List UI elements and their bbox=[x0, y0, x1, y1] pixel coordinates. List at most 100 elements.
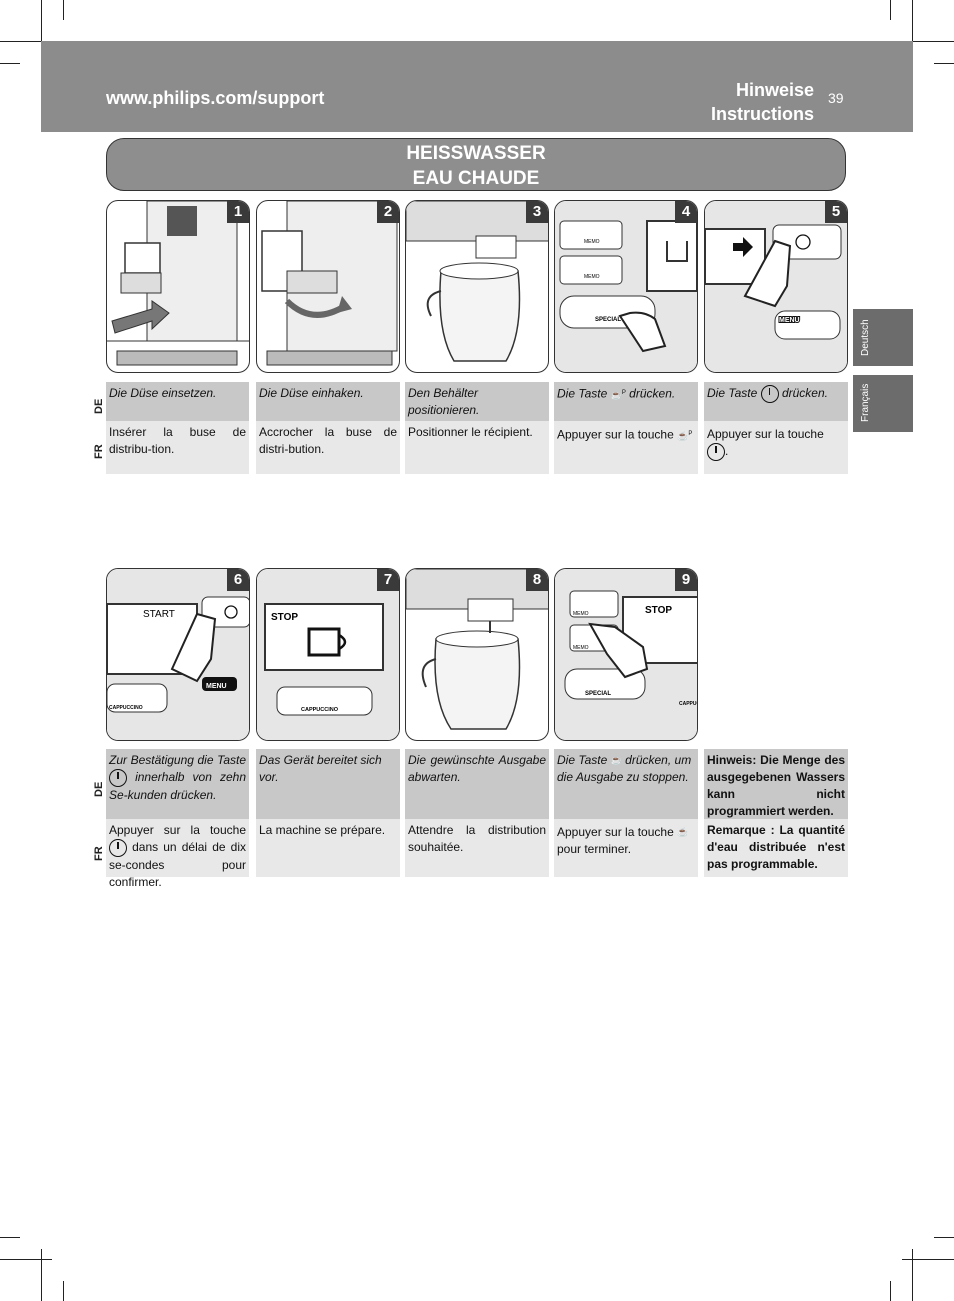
step-number: 2 bbox=[377, 201, 399, 223]
step-illustration: MENU 5 bbox=[704, 200, 848, 373]
step-text-de: Das Gerät bereitet sich vor. bbox=[256, 749, 400, 819]
banner-title-de: HEISSWASSER bbox=[406, 143, 546, 164]
step-text-fr: Appuyer sur la touche ☕P bbox=[554, 421, 698, 474]
special-button-icon: ☕P bbox=[677, 431, 693, 441]
power-icon bbox=[109, 839, 127, 857]
memo-label: MEMO bbox=[573, 645, 589, 651]
crop-mark bbox=[41, 0, 42, 52]
page-number: 39 bbox=[828, 90, 844, 106]
crop-mark bbox=[41, 1249, 42, 1301]
special-label: SPECIAL bbox=[595, 317, 621, 323]
side-tab-francais[interactable]: Français bbox=[853, 375, 913, 432]
cappuccino-label: CAPPUCCINO bbox=[109, 705, 143, 711]
step-text-de: Zur Bestätigung die Taste innerhalb von … bbox=[106, 749, 249, 819]
step-illustration: STOP CAPPUCCINO 7 bbox=[256, 568, 400, 741]
step-text-fr: Attendre la distribution souhaitée. bbox=[405, 819, 549, 877]
crop-mark bbox=[890, 1281, 891, 1301]
lang-label-fr: FR bbox=[93, 444, 105, 459]
side-tab-label: Français bbox=[860, 383, 871, 422]
section-banner: HEISSWASSER EAU CHAUDE bbox=[106, 138, 846, 191]
step-illustration: 1 bbox=[106, 200, 250, 373]
crop-mark bbox=[0, 1259, 52, 1260]
step-number: 4 bbox=[675, 201, 697, 223]
note-fr: Remarque : La quantité d'eau distribuée … bbox=[704, 819, 848, 877]
stop-label: STOP bbox=[271, 612, 298, 623]
crop-mark bbox=[912, 1249, 913, 1301]
stop-label: STOP bbox=[645, 605, 672, 616]
step-text-fr: Appuyer sur la touche dans un délai de d… bbox=[106, 819, 249, 889]
step-illustration: 2 bbox=[256, 200, 400, 373]
crop-mark bbox=[0, 1237, 20, 1238]
step-text-fr: Appuyer sur la touche . bbox=[704, 421, 848, 474]
step-text-de: Die Taste ☕P drücken. bbox=[554, 382, 698, 421]
crop-mark bbox=[63, 0, 64, 20]
step-illustration: START MENU CAPPUCCINO 6 bbox=[106, 568, 250, 741]
stop-dispensing-drawing: MEMO MEMO STOP SPECIAL CAPPUCCINO bbox=[555, 569, 698, 740]
step-number: 5 bbox=[825, 201, 847, 223]
special-label: SPECIAL bbox=[585, 691, 611, 697]
power-icon bbox=[707, 443, 725, 461]
power-icon bbox=[109, 769, 127, 787]
start-label: START bbox=[143, 609, 175, 620]
nozzle-insert-drawing bbox=[107, 201, 249, 366]
power-button-press-drawing: MENU bbox=[705, 201, 847, 372]
confirm-power-drawing: START MENU CAPPUCCINO bbox=[107, 569, 249, 740]
page-title: Hinweise Instructions bbox=[711, 78, 814, 126]
banner-title-fr: EAU CHAUDE bbox=[412, 168, 540, 189]
step-illustration: 3 bbox=[405, 200, 549, 373]
title-de: Hinweise bbox=[735, 80, 814, 100]
dispensing-drawing bbox=[406, 569, 548, 730]
step-number: 3 bbox=[526, 201, 548, 223]
side-tab-deutsch[interactable]: Deutsch bbox=[853, 309, 913, 366]
support-url[interactable]: www.philips.com/support bbox=[106, 88, 325, 108]
step-text-fr: Accrocher la buse de distri-bution. bbox=[256, 421, 400, 474]
menu-label: MENU bbox=[206, 683, 227, 690]
step-text-de: Den Behälter positionieren. bbox=[405, 382, 549, 421]
lang-label-de: DE bbox=[93, 398, 105, 414]
crop-mark bbox=[902, 41, 954, 42]
lang-label-fr: FR bbox=[93, 846, 105, 861]
memo-label: MEMO bbox=[584, 239, 600, 245]
nozzle-hook-drawing bbox=[261, 201, 398, 366]
step-text-de: Die Düse einsetzen. bbox=[106, 382, 249, 421]
step-text-de: Die Taste ☕ drücken, um die Ausgabe zu s… bbox=[554, 749, 698, 819]
crop-mark bbox=[902, 1259, 954, 1260]
crop-mark bbox=[890, 0, 891, 20]
special-button-icon: ☕P bbox=[610, 390, 626, 400]
cappuccino-label: CAPPUCCINO bbox=[301, 707, 339, 713]
crop-mark bbox=[934, 63, 954, 64]
crop-mark bbox=[934, 1237, 954, 1238]
crop-mark bbox=[0, 63, 20, 64]
step-text-fr: La machine se prépare. bbox=[256, 819, 400, 877]
lang-label-de: DE bbox=[93, 781, 105, 797]
crop-mark bbox=[912, 0, 913, 52]
page-header bbox=[41, 41, 913, 132]
step-number: 8 bbox=[526, 569, 548, 591]
step-number: 1 bbox=[227, 201, 249, 223]
step-text-fr: Appuyer sur la touche ☕ pour terminer. bbox=[554, 819, 698, 877]
step-text-fr: Insérer la buse de distribu-tion. bbox=[106, 421, 249, 474]
memo-button-icon: ☕ bbox=[677, 827, 689, 838]
step-text-de: Die gewünschte Ausgabe abwarten. bbox=[405, 749, 549, 819]
cappuccino-label: CAPPUCCINO bbox=[679, 701, 698, 707]
power-icon bbox=[760, 385, 779, 403]
step-text-fr: Positionner le récipient. bbox=[405, 421, 549, 474]
memo-label: MEMO bbox=[584, 274, 600, 280]
note-de: Hinweis: Die Menge des ausgegebenen Wass… bbox=[704, 749, 848, 819]
step-illustration: MEMO MEMO SPECIAL 4 bbox=[554, 200, 698, 373]
step-illustration: MEMO MEMO STOP SPECIAL CAPPUCCINO 9 bbox=[554, 568, 698, 741]
step-number: 7 bbox=[377, 569, 399, 591]
crop-mark bbox=[0, 41, 52, 42]
title-fr: Instructions bbox=[710, 104, 814, 124]
machine-preparing-drawing: STOP CAPPUCCINO bbox=[257, 569, 399, 740]
step-text-de: Die Taste drücken. bbox=[704, 382, 848, 421]
menu-label: MENU bbox=[779, 317, 800, 324]
crop-mark bbox=[63, 1281, 64, 1301]
memo-label: MEMO bbox=[573, 611, 589, 617]
step-text-de: Die Düse einhaken. bbox=[256, 382, 400, 421]
special-button-press-drawing: MEMO MEMO SPECIAL bbox=[555, 201, 697, 372]
container-position-drawing bbox=[406, 201, 548, 362]
step-number: 9 bbox=[675, 569, 697, 591]
memo-button-icon: ☕ bbox=[610, 755, 622, 766]
step-number: 6 bbox=[227, 569, 249, 591]
